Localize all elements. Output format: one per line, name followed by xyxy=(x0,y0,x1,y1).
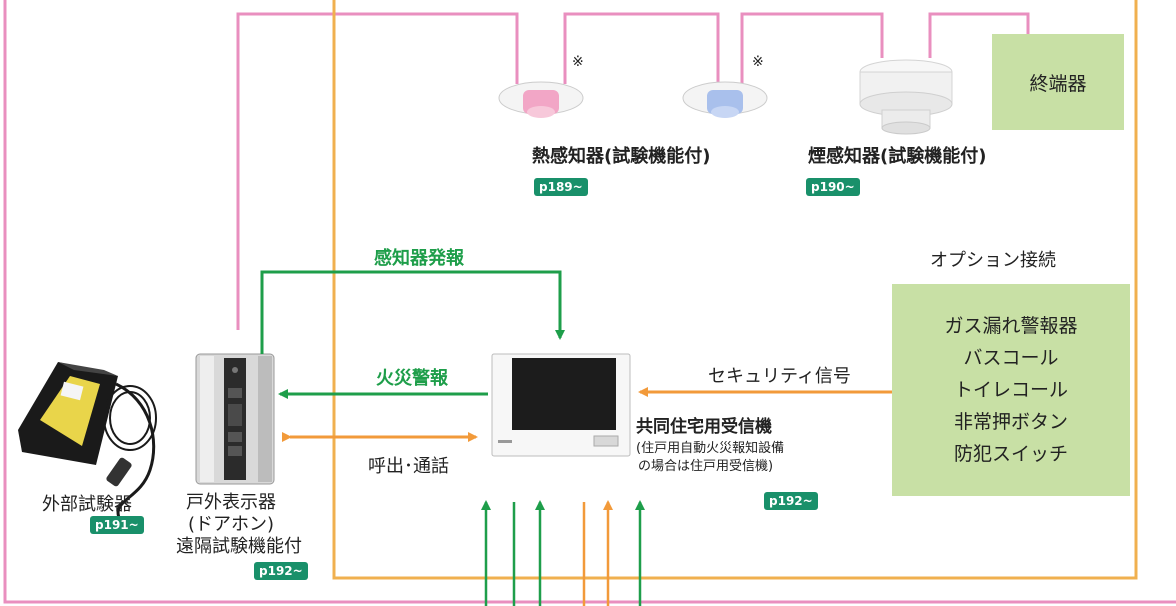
option-item: 非常押ボタン xyxy=(953,411,1068,433)
detector-alarm-label: 感知器発報 xyxy=(374,248,464,269)
receiver-note-1: (住戸用自動火災報知設備 xyxy=(636,441,785,456)
door-phone-device xyxy=(195,353,275,485)
option-item: トイレコール xyxy=(953,379,1068,401)
detector-alarm-arrow xyxy=(260,270,565,354)
option-title: オプション接続 xyxy=(930,250,1056,271)
heat-detector-1 xyxy=(498,81,584,118)
door-phone-line1: 戸外表示器 xyxy=(186,492,276,513)
external-tester-device xyxy=(18,362,157,521)
receiver-note-2: の場合は住戸用受信機) xyxy=(638,459,774,474)
fire-alarm-label: 火災警報 xyxy=(376,368,448,389)
option-list: ガス漏れ警報器 バスコール トイレコール 非常押ボタン 防犯スイッチ xyxy=(944,313,1077,467)
heat-detector-label: 熱感知器(試験機能付) xyxy=(532,146,711,167)
smoke-detector-page-badge: p190~ xyxy=(806,178,860,196)
pink-wiring xyxy=(3,0,1176,604)
receiver-page-badge: p192~ xyxy=(764,492,818,510)
call-label: 呼出･通話 xyxy=(368,456,449,477)
smoke-detector-label: 煙感知器(試験機能付) xyxy=(808,146,987,167)
security-label: セキュリティ信号 xyxy=(708,366,851,387)
option-item: バスコール xyxy=(963,347,1059,369)
option-item: ガス漏れ警報器 xyxy=(944,315,1078,337)
terminator-box: 終端器 xyxy=(992,34,1124,130)
orange-wiring xyxy=(332,0,1138,580)
door-phone-line3: 遠隔試験機能付 xyxy=(176,536,302,557)
option-item: 防犯スイッチ xyxy=(953,443,1068,465)
external-tester-label: 外部試験器 xyxy=(42,494,132,515)
smoke-detector xyxy=(859,59,953,135)
heat-detector-page-badge: p189~ xyxy=(534,178,588,196)
door-phone-line2: (ドアホン) xyxy=(188,514,275,535)
receiver-title: 共同住宅用受信機 xyxy=(636,417,772,437)
terminator-label: 終端器 xyxy=(1029,72,1087,95)
heat-detector-2 xyxy=(682,81,768,118)
note-mark-2: ※ xyxy=(752,54,764,70)
note-mark-1: ※ xyxy=(572,54,584,70)
external-tester-page-badge: p191~ xyxy=(90,516,144,534)
door-phone-page-badge: p192~ xyxy=(254,562,308,580)
receiver-device xyxy=(491,353,631,457)
option-box: ガス漏れ警報器 バスコール トイレコール 非常押ボタン 防犯スイッチ xyxy=(892,284,1130,496)
